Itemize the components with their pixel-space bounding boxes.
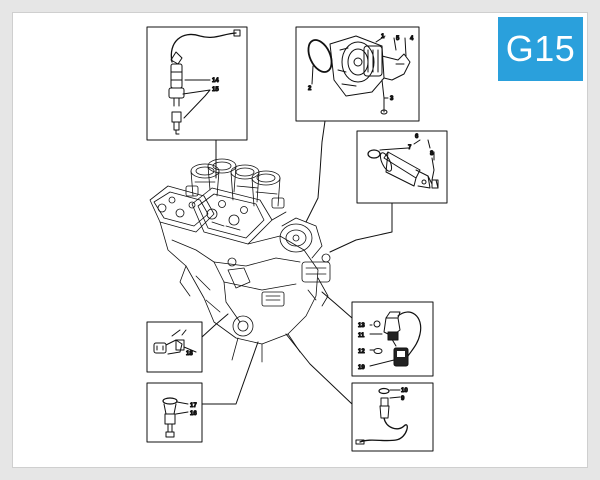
lambda-box: 10 9	[351, 382, 434, 452]
leader-starter	[329, 202, 393, 253]
callout-9: 9	[401, 396, 405, 402]
temp-sensor-box: 17 16	[146, 382, 203, 443]
callout-15: 15	[212, 87, 219, 93]
callout-18: 18	[186, 351, 193, 357]
page-badge: G15	[498, 17, 583, 81]
callout-10: 10	[401, 388, 408, 394]
callout-14: 14	[212, 78, 219, 84]
pump-box: 1 5 4 2 3	[295, 26, 420, 122]
engine-drawing	[149, 158, 331, 363]
callout-5: 5	[396, 36, 400, 42]
callout-6: 6	[415, 134, 419, 140]
callout-17: 17	[190, 403, 197, 409]
leader-lambda	[285, 333, 353, 405]
callout-16: 16	[190, 411, 197, 417]
starter-box: 6 7 8	[356, 130, 448, 204]
callout-12: 12	[358, 349, 365, 355]
leader-relay	[321, 291, 353, 319]
leader-pump	[305, 120, 326, 223]
leader-temp	[201, 341, 259, 405]
callout-8: 8	[430, 151, 434, 157]
leader-sensor18	[201, 313, 229, 338]
callout-1: 1	[381, 34, 385, 40]
cylinder-heads	[149, 185, 273, 245]
callout-7: 7	[408, 145, 412, 151]
spark-plug-box: 14 15	[146, 26, 248, 141]
sensor18-box: 18	[146, 321, 203, 373]
callout-2: 2	[308, 86, 312, 92]
callout-3: 3	[390, 96, 394, 102]
engine-side-components	[271, 211, 331, 307]
hv-lead	[170, 32, 237, 63]
callout-11: 11	[358, 333, 365, 339]
callout-13: 13	[358, 323, 365, 329]
callout-4: 4	[410, 36, 414, 42]
relay-box: 13 11 12 19	[351, 301, 434, 377]
callout-19: 19	[358, 365, 365, 371]
crankcase	[159, 221, 319, 363]
